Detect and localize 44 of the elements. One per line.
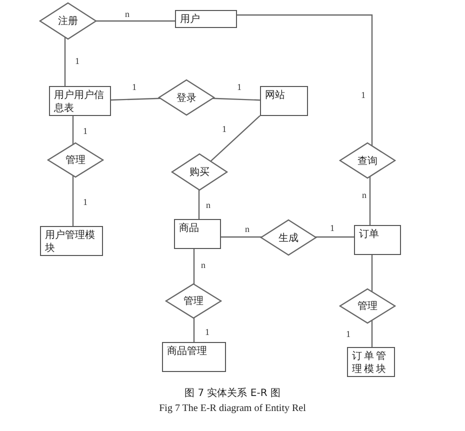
connector-line (193, 318, 195, 342)
connector-line (221, 236, 262, 238)
cardinality-label: 1 (82, 126, 88, 136)
relationship-diamond: 管理 (166, 284, 221, 318)
cardinality-label: 1 (131, 82, 138, 92)
entity-box: 商品管理 (162, 342, 226, 372)
connector-line (96, 20, 175, 22)
cardinality-label: 1 (329, 223, 336, 233)
entity-box: 商品 (174, 219, 221, 249)
entity-box: 用户用户信息表 (49, 86, 111, 116)
cardinality-label: 1 (236, 82, 242, 92)
cardinality-label: 1 (360, 90, 366, 100)
relationship-diamond: 管理 (340, 289, 395, 323)
connector-line (198, 190, 200, 219)
figure-caption: 图 7 实体关系 E-R 图 (184, 388, 280, 399)
connector-line (72, 176, 74, 226)
entity-box: 用户 (175, 10, 237, 28)
entity-box: 订单 (354, 225, 401, 255)
cardinality-label: 1 (204, 327, 210, 337)
connector-line (210, 115, 260, 162)
connector-line (237, 14, 373, 146)
cardinality-label: 1 (221, 124, 228, 134)
relationship-diamond: 查询 (340, 143, 395, 178)
connector-line (371, 255, 373, 292)
entity-box: 用户管理模块 (40, 226, 103, 256)
connector-line (369, 176, 371, 225)
relationship-diamond: 生成 (261, 220, 316, 255)
connector-line (212, 98, 260, 101)
cardinality-label: 1 (74, 56, 80, 66)
caption-text: Fig 7 The E-R diagram of Entity Rel (159, 403, 306, 414)
connector-line (72, 116, 74, 144)
connector-line (315, 236, 354, 238)
entity-box: 订单管理模块 (347, 347, 395, 377)
cardinality-label: 1 (345, 329, 352, 339)
connector-line (64, 37, 66, 86)
entity-box: 网站 (260, 86, 308, 116)
connector-line (371, 320, 373, 347)
relationship-diamond: 登录 (159, 80, 214, 115)
relationship-diamond: 购买 (172, 154, 227, 190)
relationship-diamond: 注册 (40, 3, 96, 39)
relationship-diamond: 管理 (48, 143, 103, 177)
connector-line (110, 98, 160, 101)
cardinality-label: 1 (82, 197, 88, 207)
connector-line (193, 249, 195, 284)
